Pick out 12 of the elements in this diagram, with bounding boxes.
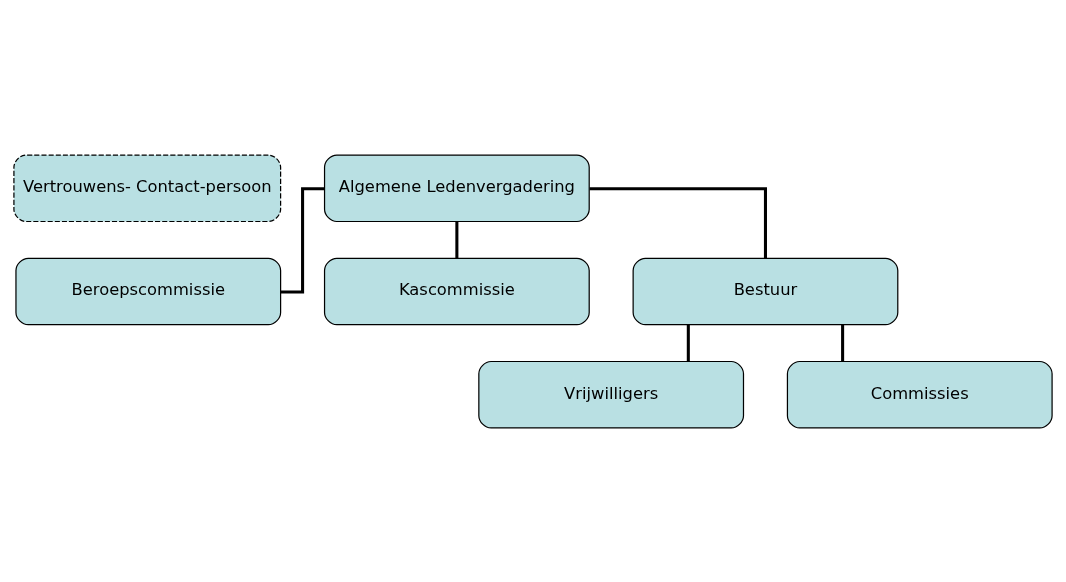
node-box: Bestuur — [632, 257, 899, 325]
connector — [686, 324, 690, 361]
node-box: Kascommissie — [323, 257, 590, 325]
connector — [589, 186, 767, 258]
connector — [455, 221, 459, 258]
node-box: Algemene Ledenvergadering — [323, 153, 590, 222]
node-box: Vrijwilligers — [478, 360, 745, 429]
node-box: Vertrouwens- Contact-persoon — [13, 153, 282, 222]
connector — [841, 324, 845, 361]
connector — [280, 186, 325, 294]
node-box: Beroepscommissie — [15, 257, 282, 325]
node-box: Commissies — [786, 360, 1053, 429]
